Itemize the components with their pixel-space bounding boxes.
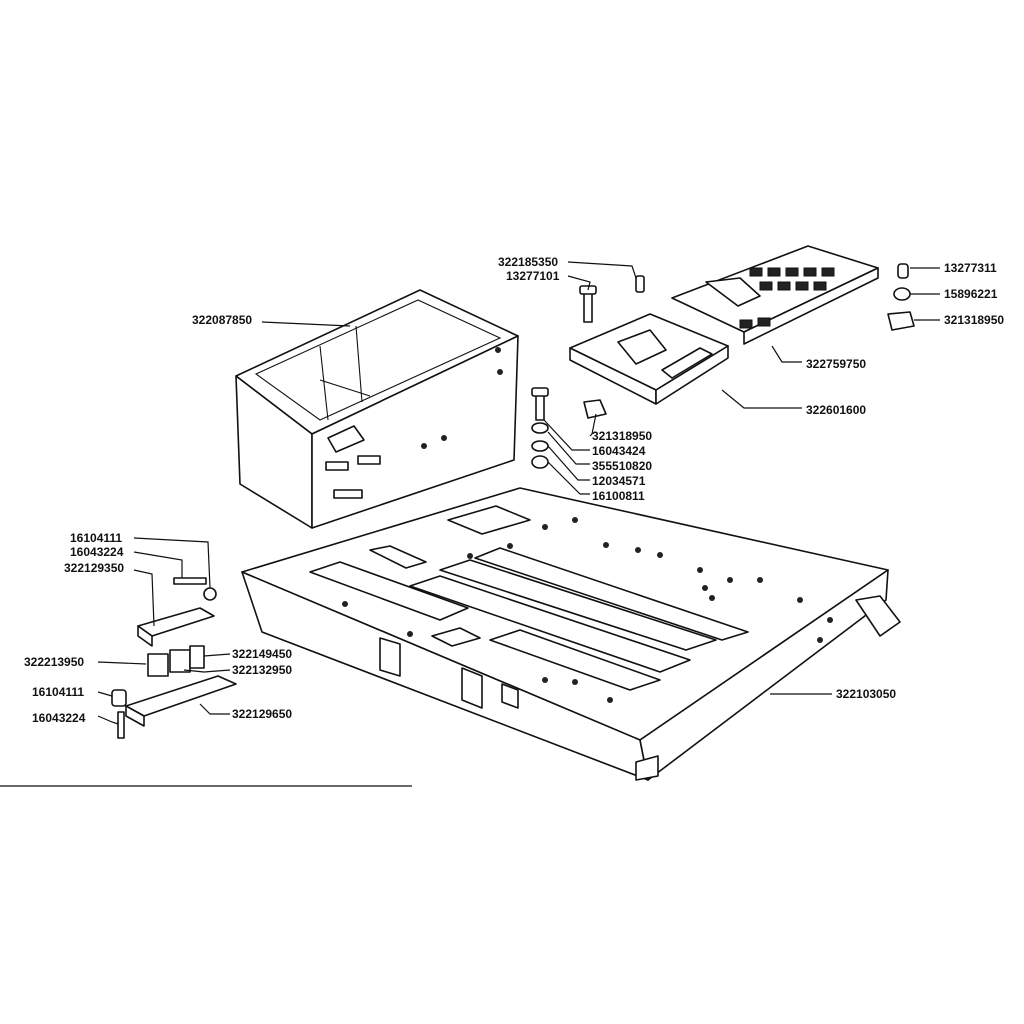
leader-lines <box>97 261 940 725</box>
label-16104111-top: 16104111 <box>70 531 122 545</box>
label-322129650: 322129650 <box>232 707 292 721</box>
base-chassis <box>241 487 901 781</box>
label-16043224-top: 16043224 <box>70 545 124 559</box>
part-labels: 322185350 13277101 13277311 15896221 321… <box>24 255 1004 725</box>
label-322103050: 322103050 <box>836 687 896 701</box>
label-13277311: 13277311 <box>944 261 997 275</box>
label-12034571: 12034571 <box>592 474 646 488</box>
top-cover-plate <box>671 245 879 345</box>
label-322132950: 322132950 <box>232 663 292 677</box>
label-16043224-bot: 16043224 <box>32 711 86 725</box>
label-322213950: 322213950 <box>24 655 84 669</box>
label-13277101: 13277101 <box>506 269 560 283</box>
sub-plate <box>569 313 729 405</box>
label-15896221: 15896221 <box>944 287 998 301</box>
hardware-parts <box>111 263 915 739</box>
label-322759750: 322759750 <box>806 357 866 371</box>
label-16100811: 16100811 <box>592 489 645 503</box>
label-322129350: 322129350 <box>64 561 124 575</box>
label-16043424: 16043424 <box>592 444 646 458</box>
label-322601600: 322601600 <box>806 403 866 417</box>
label-322185350: 322185350 <box>498 255 558 269</box>
label-322087850: 322087850 <box>192 313 252 327</box>
label-322149450: 322149450 <box>232 647 292 661</box>
label-321318950-mid: 321318950 <box>592 429 652 443</box>
label-16104111-bot: 16104111 <box>32 685 84 699</box>
housing-box <box>235 289 519 529</box>
label-355510820: 355510820 <box>592 459 652 473</box>
label-321318950-top: 321318950 <box>944 313 1004 327</box>
